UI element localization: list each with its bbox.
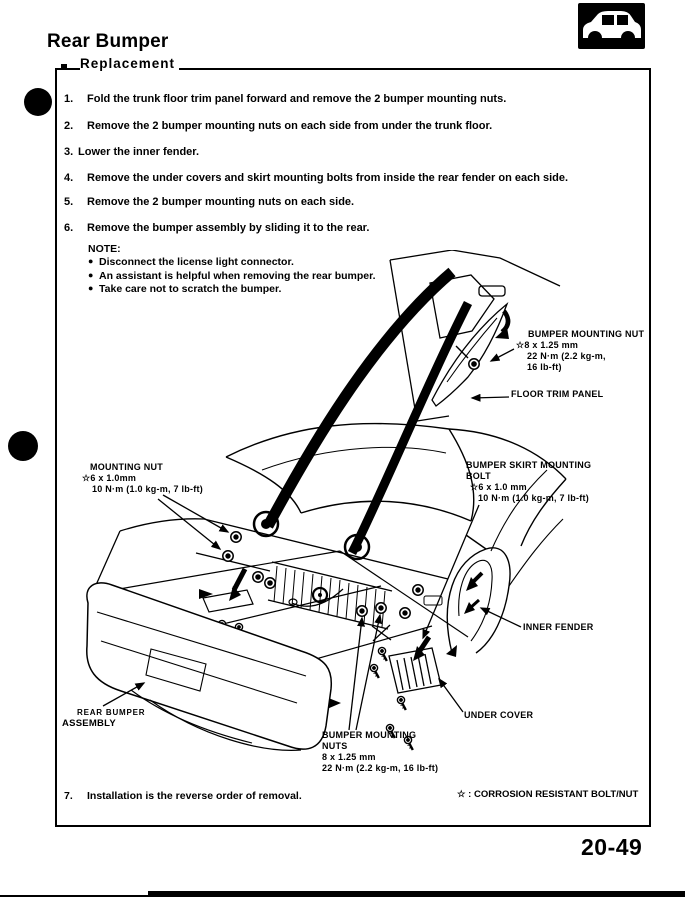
step-text: Remove the 2 bumper mounting nuts on eac… [87,120,493,132]
content-box [55,68,651,827]
label-inner-fender: INNER FENDER [523,622,594,632]
step-7: 7. Installation is the reverse order of r… [64,790,302,802]
punch-hole-middle [8,431,38,461]
section-bullet [61,64,67,70]
note-item: ●Take care not to scratch the bumper. [88,282,282,295]
step-text: Remove the under covers and skirt mounti… [87,172,569,184]
label-bumper-skirt-mounting-bolt: BUMPER SKIRT MOUNTING BOLT ☆6 x 1.0 mm 1… [466,460,592,503]
page-title: Rear Bumper [47,31,169,52]
step-text: Fold the trunk floor trim panel forward … [87,93,507,105]
step-number: 7. [64,790,73,802]
step-3: 3. Lower the inner fender. [64,146,199,158]
footer-rule-thick [148,891,685,897]
step-2: 2. Remove the 2 bumper mounting nuts on e… [64,120,492,132]
step-1: 1. Fold the trunk floor trim panel forwar… [64,93,506,105]
license-bracket-drawing [199,567,344,662]
label-under-cover: UNDER COVER [464,710,534,720]
bumper-mounting-nut-drawing [468,358,480,370]
note-heading: NOTE: [88,243,121,255]
zoom-swoosh-arrows [263,267,473,556]
step-number: 2. [64,120,74,132]
step-text: Remove the 2 bumper mounting nuts on eac… [87,196,355,208]
note-item: ●Disconnect the license light connector. [88,256,294,269]
mounting-nuts-left [157,494,242,562]
rear-bumper-assembly-drawing [86,582,333,751]
punch-hole-top [24,88,52,116]
step-number: 4. [64,172,74,184]
corrosion-footnote: ☆ : CORROSION RESISTANT BOLT/NUT [457,789,639,800]
step-number: 1. [64,93,74,105]
label-floor-trim-panel: FLOOR TRIM PANEL [511,389,604,399]
step-6: 6. Remove the bumper assembly by sliding … [64,222,369,234]
bullet-icon: ● [88,256,94,267]
hinge-grommets [252,510,371,561]
label-bumper-mounting-nuts: BUMPER MOUNTING NUTS 8 x 1.25 mm 22 N·m … [322,730,439,773]
trunk-corner-inset [389,250,561,422]
page-number: 20-49 [581,834,643,860]
bullet-icon: ● [88,282,94,293]
bullet-icon: ● [88,269,94,280]
floor-trim-panel-drawing [431,301,509,407]
star-icon: ☆ [457,789,466,800]
taillight-slats [273,565,386,628]
step-number: 3. [64,146,74,158]
trunk-lid-drawing [225,422,567,547]
step-text: Remove the bumper assembly by sliding it… [87,222,370,234]
step-5: 5. Remove the 2 bumper mounting nuts on e… [64,196,354,208]
section-header: Replacement [80,56,180,73]
label-bumper-mounting-nut: BUMPER MOUNTING NUT ☆8 x 1.25 mm 22 N·m … [516,329,645,372]
rear-bumper-exploded-diagram [86,250,567,752]
step-number: 6. [64,222,74,234]
step-4: 4. Remove the under covers and skirt moun… [64,172,568,184]
note-item: ●An assistant is helpful when removing t… [88,269,376,282]
step-text: Installation is the reverse order of rem… [87,790,302,802]
label-rear-bumper-assembly: REAR BUMPER ASSEMBLY [62,708,146,729]
step-number: 5. [64,196,74,208]
step-text: Lower the inner fender. [78,146,200,158]
note-block: NOTE: ●Disconnect the license light conn… [88,243,376,295]
label-mounting-nut: MOUNTING NUT ☆6 x 1.0mm 10 N·m (1.0 kg-m… [82,462,204,494]
under-cover-drawing [369,504,480,752]
inner-fender-drawing [446,469,564,657]
car-icon [578,3,645,49]
